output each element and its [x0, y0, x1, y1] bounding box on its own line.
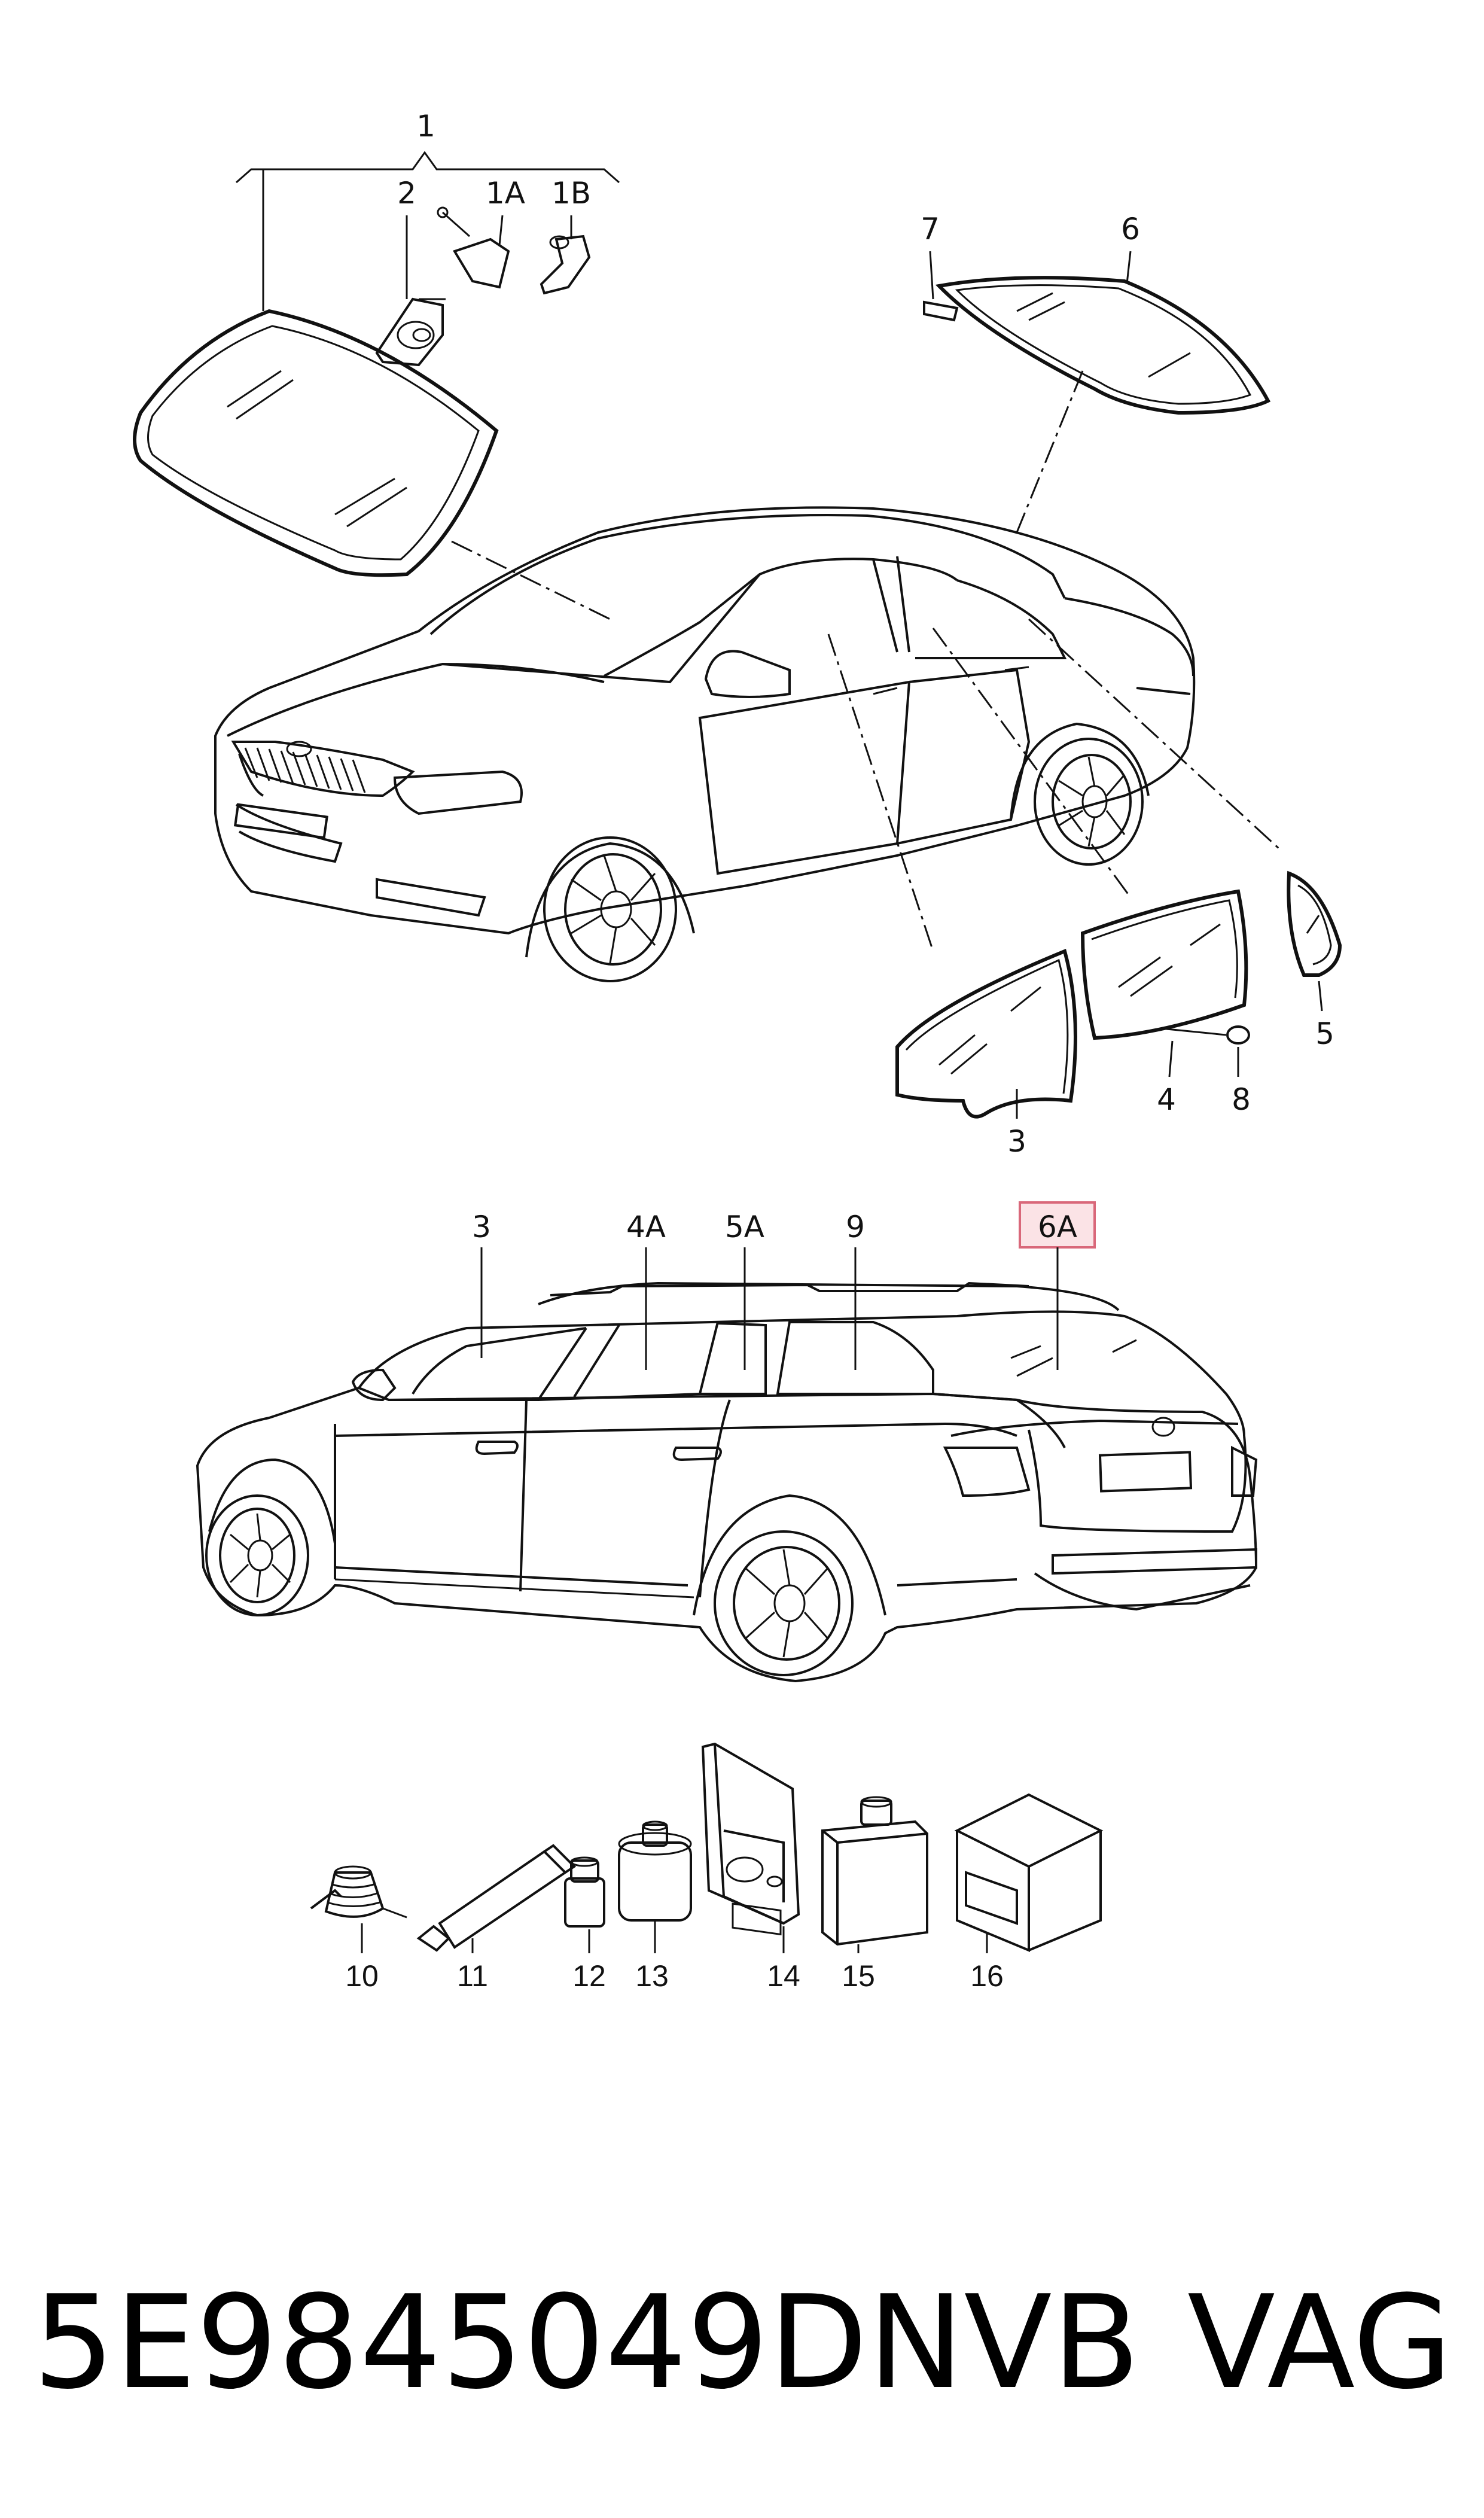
- callout-1: 1: [416, 109, 435, 144]
- estate-body: [196, 1281, 1258, 1683]
- brand-label: VAG: [1187, 2267, 1452, 2417]
- pin-8: [1166, 1025, 1250, 1045]
- callout-16: 16: [970, 1959, 1004, 1993]
- clip-1B: [540, 235, 591, 295]
- callout-2: 2: [397, 176, 416, 211]
- callout-14: 14: [767, 1959, 800, 1993]
- bracket-1: [236, 151, 620, 311]
- callout-5A: 5A: [725, 1210, 764, 1244]
- rear-window-glass: [935, 276, 1271, 415]
- callout-6A-highlight: [1019, 1201, 1096, 1249]
- accessories-group: 10 11 12 13: [310, 1742, 1104, 1993]
- callout-6: 6: [1121, 212, 1140, 246]
- kit-box-16: [954, 1793, 1104, 1952]
- callout-9: 9: [846, 1210, 865, 1244]
- activator-can-13: [618, 1820, 692, 1922]
- callout-6A: 6A: [1038, 1210, 1077, 1244]
- repair-bag-14: [701, 1742, 800, 1936]
- sedan-group: 1 2 1A 1B: [133, 109, 1342, 1159]
- stop-lamp-7: [923, 300, 959, 322]
- callout-1A: 1A: [486, 176, 525, 211]
- seal-cone-10: [310, 1865, 407, 1919]
- front-door-glass: [895, 948, 1077, 1119]
- sensor-bracket-1A: [437, 206, 510, 289]
- rear-door-glass: [1080, 889, 1248, 1040]
- callout-8: 8: [1232, 1082, 1251, 1117]
- callout-12: 12: [572, 1959, 606, 1993]
- callout-3-mid: 3: [472, 1210, 491, 1244]
- part-number-label: 5E9845049DNVB: [33, 2267, 1140, 2417]
- callout-3-top: 3: [1007, 1124, 1026, 1159]
- callout-11: 11: [457, 1959, 488, 1993]
- estate-group: 3 4A 5A 9 6A: [196, 1201, 1258, 1683]
- callout-1B: 1B: [551, 176, 591, 211]
- adhesive-tube-11: [416, 1844, 577, 1952]
- windshield-glass: [133, 309, 499, 577]
- rain-sensor: [375, 297, 446, 367]
- callout-5: 5: [1315, 1016, 1334, 1051]
- sedan-body: [214, 506, 1196, 982]
- callout-10: 10: [345, 1959, 379, 1993]
- callout-15: 15: [842, 1959, 875, 1993]
- callout-7: 7: [921, 212, 940, 246]
- cleaner-bottle-15: [821, 1796, 928, 1946]
- quarter-glass: [1287, 870, 1342, 977]
- callout-4A: 4A: [626, 1210, 666, 1244]
- callout-13: 13: [635, 1959, 669, 1993]
- primer-bottle-12: [564, 1856, 605, 1928]
- callout-4-top: 4: [1157, 1082, 1176, 1117]
